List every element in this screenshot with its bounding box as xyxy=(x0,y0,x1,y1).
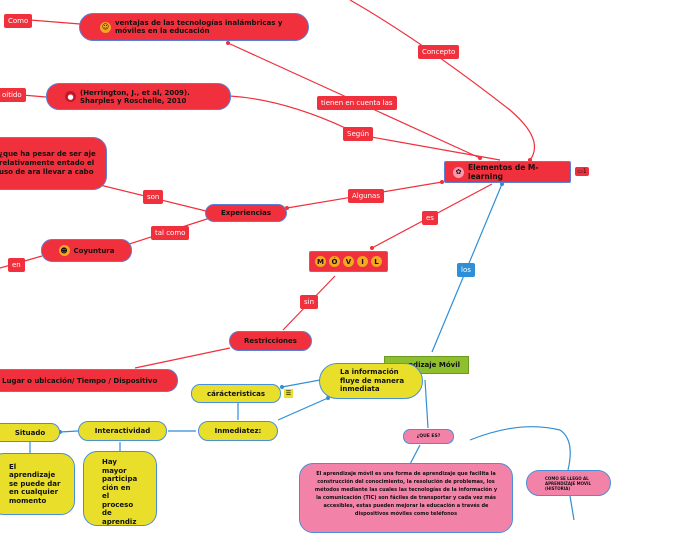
letter-l-icon: L xyxy=(371,256,382,267)
link-historia xyxy=(469,426,571,471)
letter-o-icon: Ó xyxy=(329,256,340,267)
interactividad-description[interactable]: Hay mayor participa ción en el proceso d… xyxy=(83,451,157,526)
link-situado xyxy=(59,430,79,433)
letter-i-icon: I xyxy=(357,256,368,267)
ventajas-node[interactable]: ☺ ventajas de las tecnologías inalámbric… xyxy=(79,13,309,41)
historia-node[interactable]: COMO SE LLEGO AL APRENDIZAJE MOVIL (HIST… xyxy=(526,470,611,496)
label-tal-como[interactable]: tal como xyxy=(151,226,190,240)
letter-m-icon: M xyxy=(315,256,326,267)
label-en[interactable]: en xyxy=(8,258,25,272)
grin-icon: ☻ xyxy=(58,245,70,256)
person-icon: ● xyxy=(65,91,76,102)
link-inmed xyxy=(277,397,329,421)
label-segun[interactable]: Según xyxy=(343,127,374,141)
letter-v-icon: V xyxy=(343,256,354,267)
situado-description[interactable]: El aprendizaje se puede dar en cualquier… xyxy=(0,453,75,515)
pesar-node[interactable]: ¿que ha pesar de ser aje relativamente e… xyxy=(0,137,107,190)
label-algunas[interactable]: Algunas xyxy=(348,189,384,203)
central-node[interactable]: ✿ Elementos de M-learning xyxy=(444,161,571,183)
label-concepto[interactable]: Concepto xyxy=(418,45,460,59)
situado-node[interactable]: Situado xyxy=(0,423,60,442)
inmediatez-node[interactable]: Inmediatez: xyxy=(198,421,278,441)
restricciones-node[interactable]: Restricciones xyxy=(229,331,312,351)
link-como xyxy=(29,19,81,25)
comment-icon: ▭ xyxy=(577,168,583,175)
link-lugar xyxy=(134,347,231,369)
central-badge[interactable]: ▭1 xyxy=(575,167,589,176)
link-carac xyxy=(281,379,321,388)
movil-node[interactable]: M Ó V I L xyxy=(309,251,388,272)
label-son[interactable]: son xyxy=(143,190,164,204)
lugar-node[interactable]: Lugar o ubicación/ Tiempo / Dispositivo xyxy=(0,369,178,392)
label-es[interactable]: es xyxy=(422,211,438,225)
informacion-node[interactable]: La información fluye de manera inmediata xyxy=(319,363,423,399)
coyuntura-node[interactable]: ☻ Coyuntura xyxy=(41,239,132,262)
experiencias-node[interactable]: Experiencias xyxy=(205,204,287,222)
herrington-node[interactable]: ● (Herrington, J., et al, 2009). Sharple… xyxy=(46,83,231,110)
mind-map-canvas: ✿ Elementos de M-learning ▭1 M Ó V I L ☺… xyxy=(0,0,611,533)
definicion-node[interactable]: El aprendizaje móvil es una forma de apr… xyxy=(299,463,513,533)
brain-icon: ✿ xyxy=(453,166,464,178)
central-label: Elementos de M-learning xyxy=(468,163,539,181)
que-es-node[interactable]: ¿QUE ES? xyxy=(403,429,454,444)
link-top-curve xyxy=(349,0,536,161)
link-info xyxy=(424,379,429,429)
label-oitido[interactable]: oitido xyxy=(0,88,26,102)
list-icon[interactable]: ☰ xyxy=(284,389,293,398)
interactividad-node[interactable]: Interactividad xyxy=(78,421,167,441)
label-como[interactable]: Como xyxy=(4,14,33,28)
link-historia-down xyxy=(569,495,575,520)
label-los[interactable]: los xyxy=(457,263,475,277)
label-sin[interactable]: sin xyxy=(300,295,319,309)
link-oitido xyxy=(21,94,47,98)
caracteristicas-node[interactable]: cárácteristicas xyxy=(191,384,281,403)
smile-icon: ☺ xyxy=(100,21,111,33)
label-tienen[interactable]: tienen en cuenta las xyxy=(317,96,397,110)
